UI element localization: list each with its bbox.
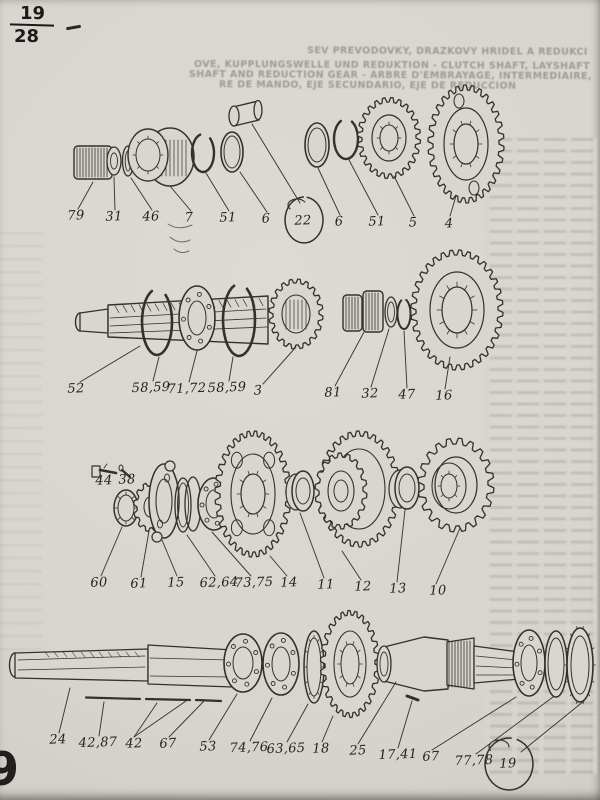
part-label: 16 (435, 388, 453, 404)
part-label-circled: 22 (294, 213, 312, 229)
part-label: 6 (334, 214, 344, 230)
part-label: 11 (317, 577, 335, 593)
part-label: 18 (312, 741, 330, 757)
part-label: 62,64 (199, 574, 239, 592)
part-label: 71,72 (167, 380, 207, 398)
part-label: 12 (354, 579, 372, 595)
page-ratio-denominator: 28 (14, 26, 40, 47)
part-label: 10 (429, 583, 447, 599)
part-label: 32 (361, 386, 379, 402)
part-label: 3 (253, 383, 263, 399)
part-label: 17,41 (378, 746, 418, 764)
part-label: 52 (67, 381, 85, 397)
bleedthrough-text-column-left (0, 232, 42, 652)
part-label: 67 (159, 736, 177, 752)
part-label: 63,65 (266, 740, 306, 758)
part-label: 58,59 (131, 379, 171, 397)
part-label: 58,59 (207, 379, 247, 397)
part-label: 47 (398, 387, 416, 403)
part-label: 13 (389, 581, 407, 597)
part-label: 77,78 (454, 752, 494, 770)
part-label: 53 (199, 739, 217, 755)
part-label: 14 (280, 575, 298, 591)
part-label: 6 (261, 211, 271, 227)
part-label: 24 (49, 732, 67, 748)
part-label: 74,76 (229, 739, 269, 757)
part-label: 44 (95, 473, 113, 489)
part-label: 51 (219, 210, 237, 226)
part-label: 15 (167, 575, 185, 591)
part-label: 81 (324, 385, 342, 401)
part-label: 60 (90, 575, 108, 591)
page-ratio-numerator: 19 (20, 3, 46, 24)
part-label: 25 (349, 743, 367, 759)
part-label: 79 (67, 208, 85, 224)
part-label: 7 (184, 210, 194, 226)
part-label: 4 (444, 216, 454, 232)
part-label: 31 (105, 209, 123, 225)
part-label: 46 (142, 209, 160, 225)
part-label: 38 (118, 472, 136, 488)
part-label: 42 (125, 736, 143, 752)
part-label: 42,87 (78, 734, 118, 752)
part-label: 67 (422, 749, 440, 765)
part-label: 61 (130, 576, 148, 592)
part-label-circled: 19 (499, 756, 517, 772)
part-label: 51 (368, 214, 386, 230)
part-label: 5 (408, 215, 418, 231)
part-label: 73,75 (234, 574, 274, 592)
corner-partial-digit: 9 (0, 742, 20, 796)
